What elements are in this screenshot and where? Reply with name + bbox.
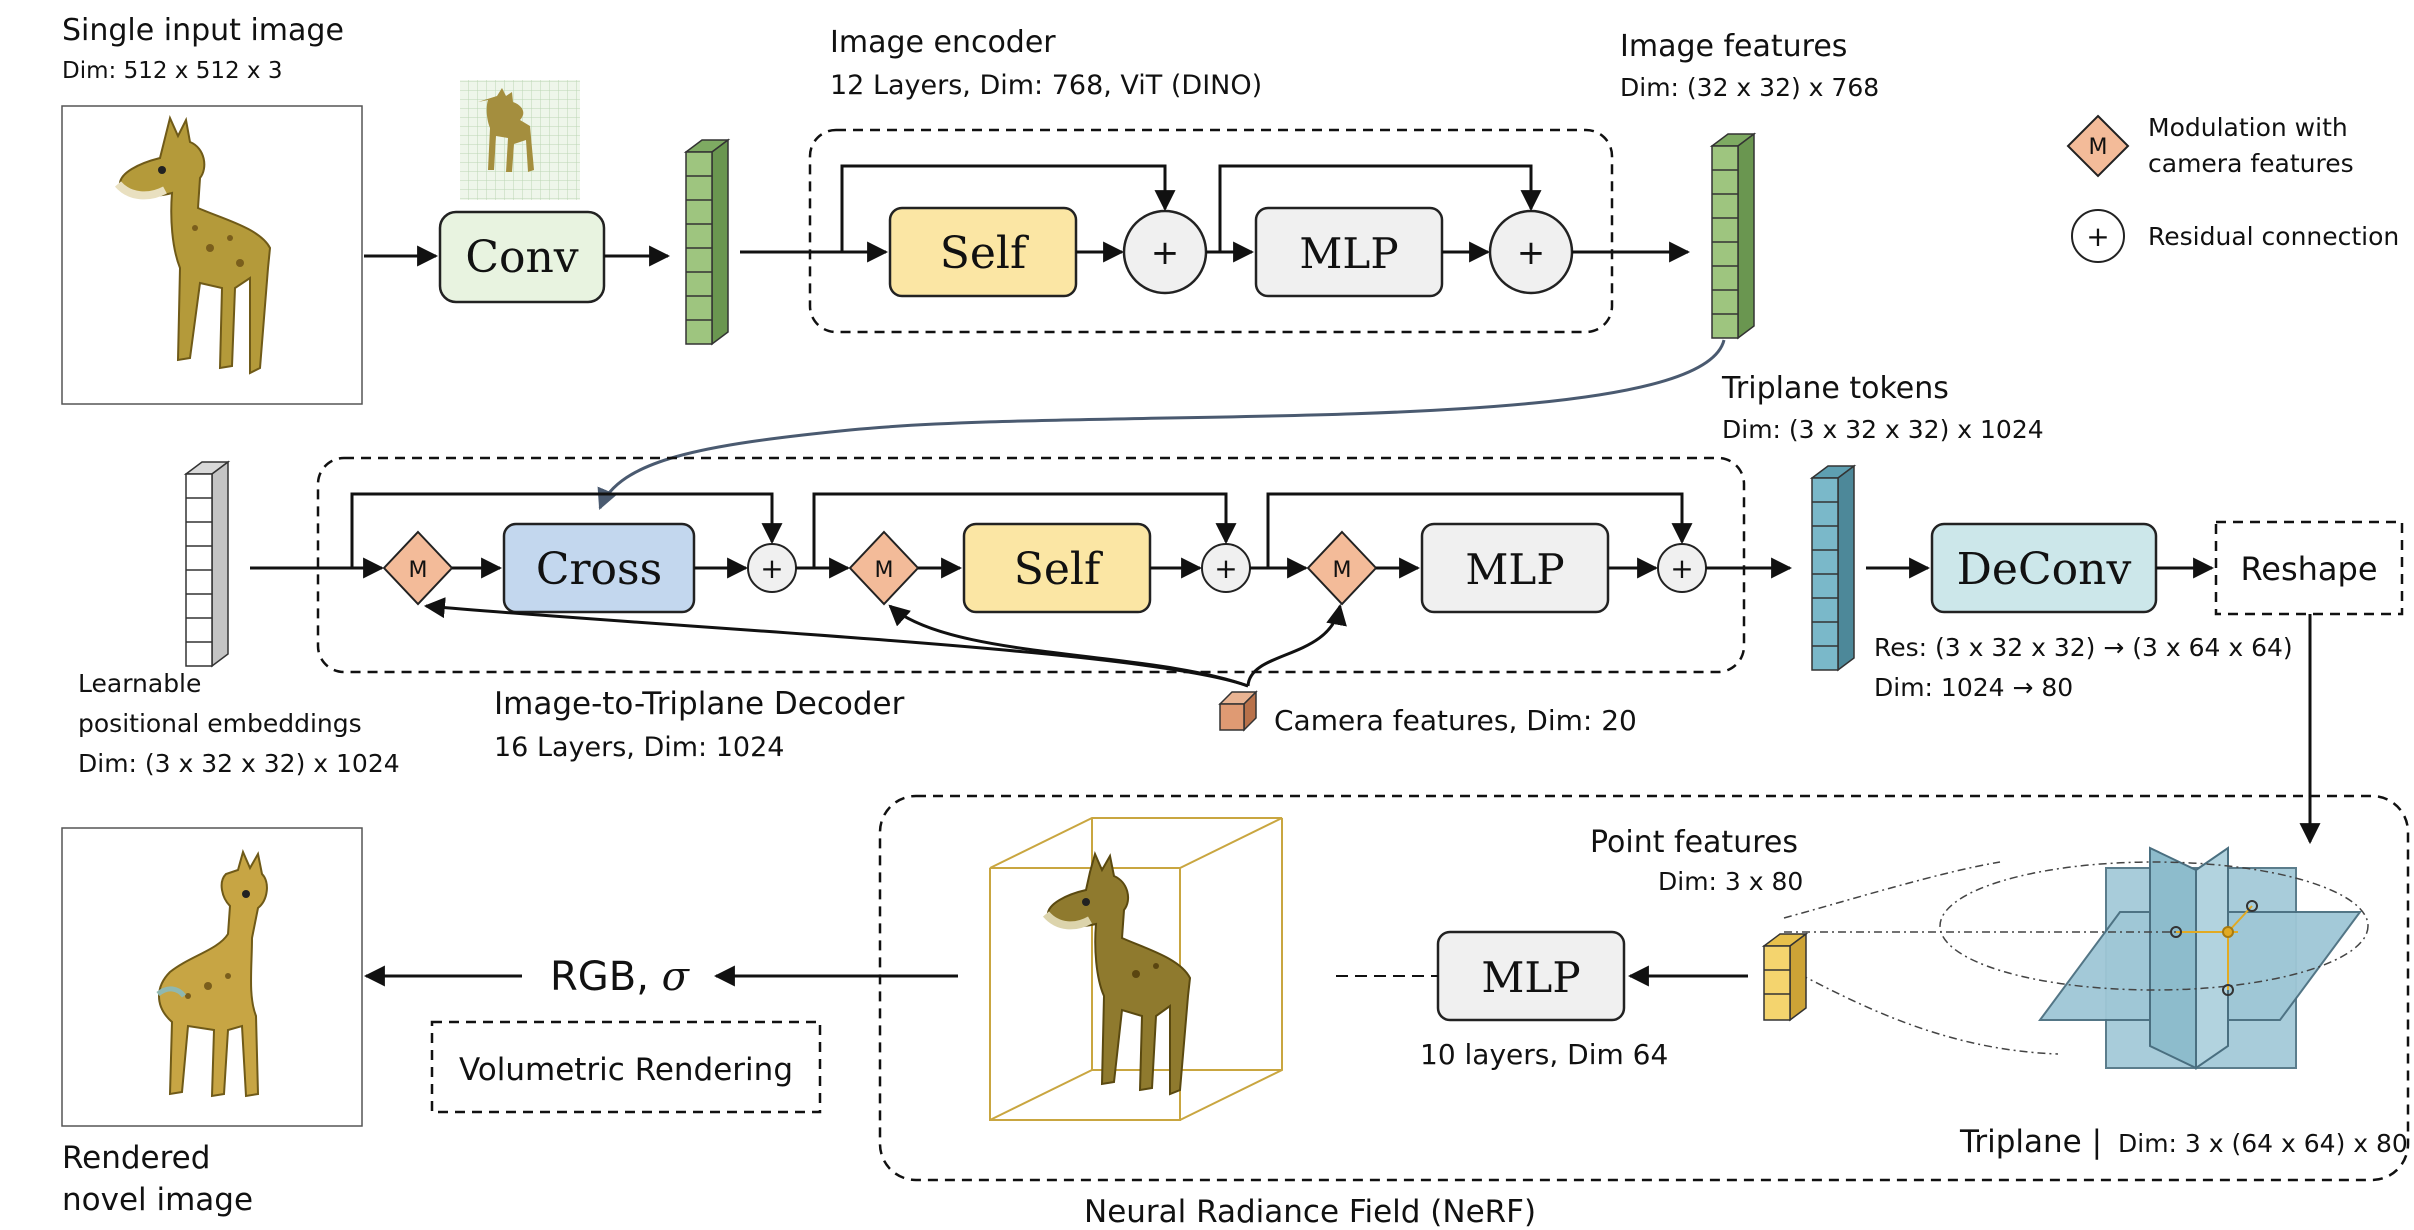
nerf-mlp-label: MLP <box>1481 953 1580 1002</box>
arrow-camera-to-mod-2 <box>888 604 1249 688</box>
triplane-dim: Dim: 3 x (64 x 64) x 80 <box>2118 1129 2408 1158</box>
arrow-camera-to-mod-1 <box>423 597 1249 688</box>
input-image-dim: Dim: 512 x 512 x 3 <box>62 58 282 84</box>
decoder-subtitle: 16 Layers, Dim: 1024 <box>494 732 784 763</box>
legend-modulation-icon <box>2066 114 2130 178</box>
legend: M Modulation with camera features + Resi… <box>2066 113 2399 263</box>
input-image <box>61 105 363 405</box>
image-features-stack-green <box>1709 132 1757 340</box>
deconv-res-line: Res: (3 x 32 x 32) → (3 x 64 x 64) <box>1874 633 2293 662</box>
decoder-cross-label: Cross <box>536 544 662 595</box>
decoder-title: Image-to-Triplane Decoder <box>494 686 905 722</box>
nerf-mlp-subtitle: 10 layers, Dim 64 <box>1420 1038 1668 1071</box>
input-image-title: Single input image <box>62 13 344 48</box>
sample-link-upper <box>1783 861 2001 919</box>
nerf-title: Neural Radiance Field (NeRF) <box>1084 1194 1536 1230</box>
nerf-volume-cube <box>989 817 1283 1121</box>
triplane-tokens-dim: Dim: (3 x 32 x 32) x 1024 <box>1722 415 2044 444</box>
decoder-skip-1 <box>350 492 783 568</box>
rendered-giraffe-picture <box>156 849 268 1098</box>
reshape-box <box>2214 520 2404 616</box>
decoder-skip-3 <box>1266 492 1693 568</box>
reshape-label: Reshape <box>2240 550 2377 588</box>
legend-residual-icon <box>2071 209 2125 263</box>
giraffe-3d-render <box>1042 851 1192 1096</box>
deconv-label: DeConv <box>1957 544 2132 595</box>
decoder-mod-3-symbol: M <box>1333 558 1352 583</box>
decoder-self-label: Self <box>1014 544 1103 595</box>
triplane-tokens-title: Triplane tokens <box>1721 371 1949 406</box>
pos-embed-label-2: positional embeddings <box>78 709 362 738</box>
output-label-1: Rendered <box>62 1140 210 1176</box>
decoder-mod-2-symbol: M <box>875 558 894 583</box>
legend-residual-label: Residual connection <box>2148 222 2399 251</box>
triplane-tokens-stack-blue <box>1809 464 1857 672</box>
volumetric-rendering-label: Volumetric Rendering <box>459 1052 793 1088</box>
legend-mod-label-1: Modulation with <box>2148 113 2348 142</box>
point-features-stack-yellow <box>1761 932 1809 1022</box>
point-features-title: Point features <box>1590 825 1798 860</box>
decoder-mlp-label: MLP <box>1465 545 1564 594</box>
pos-embed-label-3: Dim: (3 x 32 x 32) x 1024 <box>78 749 400 778</box>
encoder-title: Image encoder <box>830 25 1056 60</box>
giraffe-picture <box>114 114 272 375</box>
encoder-subtitle: 12 Layers, Dim: 768, ViT (DINO) <box>830 70 1262 101</box>
decoder-mod-2 <box>848 530 920 606</box>
sample-link-lower <box>1783 965 2059 1055</box>
point-features-dim: Dim: 3 x 80 <box>1658 867 1803 896</box>
decoder-skip-2 <box>812 492 1237 568</box>
image-features-title: Image features <box>1620 29 1847 64</box>
camera-features-label: Camera features, Dim: 20 <box>1274 704 1637 737</box>
legend-mod-label-2: camera features <box>2148 149 2354 178</box>
encoder-dashed-box <box>808 128 1614 334</box>
skip-connection-1 <box>840 164 1176 252</box>
decoder-add-2-symbol: + <box>1214 552 1237 585</box>
decoder-dashed-box <box>316 456 1746 674</box>
patch-token-stack-green <box>683 138 731 346</box>
sigma-label: σ <box>662 954 691 1000</box>
encoder-mlp-label: MLP <box>1299 229 1398 278</box>
arrow-features-to-cross <box>597 339 1726 510</box>
rgb-label: RGB, <box>550 954 662 1000</box>
rgb-sigma-label: RGB, σ <box>550 954 691 1000</box>
triplane-title: Triplane | <box>1959 1124 2102 1160</box>
triplane-planes <box>1939 846 2369 1070</box>
patch-grid-thumbnail <box>460 80 580 200</box>
volumetric-rendering-box <box>430 1020 822 1114</box>
rendered-output-image <box>61 827 363 1127</box>
decoder-add-1-symbol: + <box>760 552 783 585</box>
decoder-mod-1 <box>382 530 454 606</box>
output-label-2: novel image <box>62 1182 253 1218</box>
pos-embed-label-1: Learnable <box>78 669 201 698</box>
camera-features-cube <box>1218 690 1258 732</box>
conv-label: Conv <box>465 232 578 283</box>
deconv-dim-line: Dim: 1024 → 80 <box>1874 673 2073 702</box>
legend-res-symbol: + <box>2086 220 2109 253</box>
skip-connection-2 <box>1218 164 1542 252</box>
legend-mod-symbol: M <box>2089 135 2108 160</box>
encoder-self-label: Self <box>940 228 1029 279</box>
image-features-dim: Dim: (32 x 32) x 768 <box>1620 73 1879 102</box>
nerf-dashed-box <box>878 794 2410 1182</box>
positional-embedding-stack <box>183 460 231 668</box>
encoder-add-2-symbol: + <box>1517 233 1546 273</box>
decoder-mod-1-symbol: M <box>409 558 428 583</box>
decoder-add-3-symbol: + <box>1670 552 1693 585</box>
arrow-camera-to-mod-3 <box>1246 603 1347 687</box>
encoder-add-1-symbol: + <box>1151 233 1180 273</box>
